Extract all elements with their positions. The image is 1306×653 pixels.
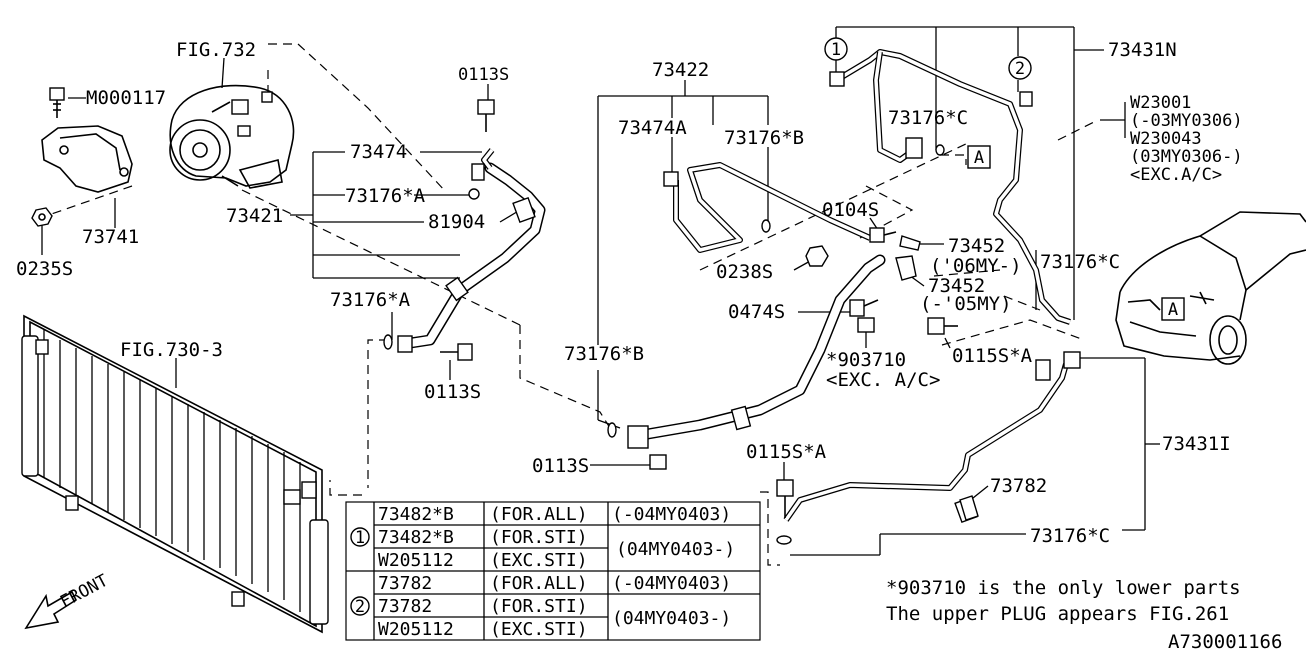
label-exc-ac: <EXC.A/C> [1130,165,1222,185]
bolt-m000117 [49,87,65,118]
table-marker-2: 2 [355,597,365,617]
condenser-fig730-3 [21,314,329,634]
label-73452-2: 73452 [928,275,985,297]
pipe-73431n [829,49,1071,325]
label-0115s-a-lower: 0115S*A [746,441,827,463]
table-cell: (-04MY0403) [612,573,731,594]
oring-73176a [383,334,393,350]
nut-0238s [805,245,829,267]
nut-0235s [31,207,53,227]
bolt-0113s-top [477,99,495,132]
label-w230043-note: (03MY0306-) [1130,147,1243,167]
label-0235s: 0235S [16,258,73,280]
label-fig732: FIG.732 [176,39,256,61]
label-73431i: 73431I [1162,433,1231,455]
callout-1-top: 1 [824,37,848,61]
table-cell: (04MY0403-) [612,608,731,629]
label-73176c-1: 73176*C [888,107,968,129]
table-cell: (FOR.ALL) [490,573,588,594]
application-table: 1 2 73482*B (FOR.ALL) (-04MY0403) 73482*… [345,501,761,641]
bolt-0474s [849,299,879,317]
svg-text:A: A [1168,300,1178,320]
svg-text:2: 2 [1015,59,1025,79]
label-73474: 73474 [350,141,407,163]
bolt-0104s [869,227,897,243]
svg-text:1: 1 [831,40,841,60]
bracket-73452 [895,235,921,281]
label-73452-1: 73452 [948,235,1005,257]
label-73782: 73782 [990,475,1047,497]
box-a-upper: A [967,145,991,169]
table-cell: (-04MY0403) [612,504,731,525]
note-line-1: *903710 is the only lower parts [886,577,1241,599]
drawing-id: A730001166 [1168,631,1282,653]
label-73176a-1: 73176*A [345,185,426,207]
table-cell: 73782 [378,573,432,594]
table-cell: W205112 [378,550,454,571]
label-73176b-2: 73176*B [564,343,644,365]
part-labels: FIG.732 M000117 73741 0235S 0113S 73474 … [16,39,1243,612]
label-903710: *903710 [826,349,906,371]
label-73474a: 73474A [618,117,687,139]
table-marker-1: 1 [355,528,365,548]
label-73431n: 73431N [1108,39,1177,61]
label-73421: 73421 [226,205,283,227]
label-81904: 81904 [428,211,485,233]
table-cell: (EXC.STI) [490,550,588,571]
dashed-guides [39,43,1085,566]
front-arrow [24,590,78,630]
label-73176a-2: 73176*A [330,289,411,311]
label-w230043: W230043 [1130,129,1202,149]
label-73452-2-note: (-'05MY) [920,293,1012,315]
svg-text:A: A [974,148,984,168]
table-cell: (EXC.STI) [490,619,588,640]
bolt-0115s-a-lower [776,479,794,518]
box-a-vehicle: A [1161,297,1185,321]
label-w23001: W23001 [1130,93,1191,113]
table-cell: 73482*B [378,527,454,548]
compressor-fig732 [169,84,295,189]
plug-903710 [857,317,875,333]
label-73176c-3: 73176*C [1030,525,1110,547]
label-w23001-note: (-03MY0306) [1130,111,1243,131]
bracket-73741 [41,125,133,193]
leader-lines [41,26,1160,556]
label-0474s: 0474S [728,301,785,323]
label-0113s-low: 0113S [532,455,589,477]
bolt-0115s-a-upper [927,317,958,335]
label-m000117: M000117 [86,87,166,109]
table-cell: (FOR.ALL) [490,504,588,525]
clamp-73782 [959,495,979,521]
label-fig730-3: FIG.730-3 [120,339,223,361]
label-0238s: 0238S [716,261,773,283]
label-73422: 73422 [652,59,709,81]
label-0113s-top: 0113S [458,65,509,85]
label-front: FRONT [57,571,112,613]
hose-73421 [397,148,546,353]
table-cell: 73782 [378,596,432,617]
hose-73422 [607,254,886,470]
table-cell: (FOR.STI) [490,527,588,548]
label-903710-note: <EXC. A/C> [826,369,940,391]
table-cell: (04MY0403-) [616,539,735,560]
notes: *903710 is the only lower parts The uppe… [886,577,1282,653]
table-cell: 73482*B [378,504,454,525]
bolt-0113s-mid [440,343,473,361]
note-line-2: The upper PLUG appears FIG.261 [886,603,1229,625]
label-73452-1-note: ('06MY-) [930,255,1022,277]
label-73176c-2: 73176*C [1040,251,1120,273]
label-0113s-mid: 0113S [424,381,481,403]
table-cell: W205112 [378,619,454,640]
pipe-73474a [663,162,872,253]
label-73176b-1: 73176*B [724,127,804,149]
label-0115s-a-upper: 0115S*A [952,345,1033,367]
label-73741: 73741 [82,226,139,248]
callout-2-top: 2 [1008,56,1032,80]
vehicle-illustration [1115,211,1306,365]
table-cell: (FOR.STI) [490,596,588,617]
label-0104s: 0104S [822,199,879,221]
